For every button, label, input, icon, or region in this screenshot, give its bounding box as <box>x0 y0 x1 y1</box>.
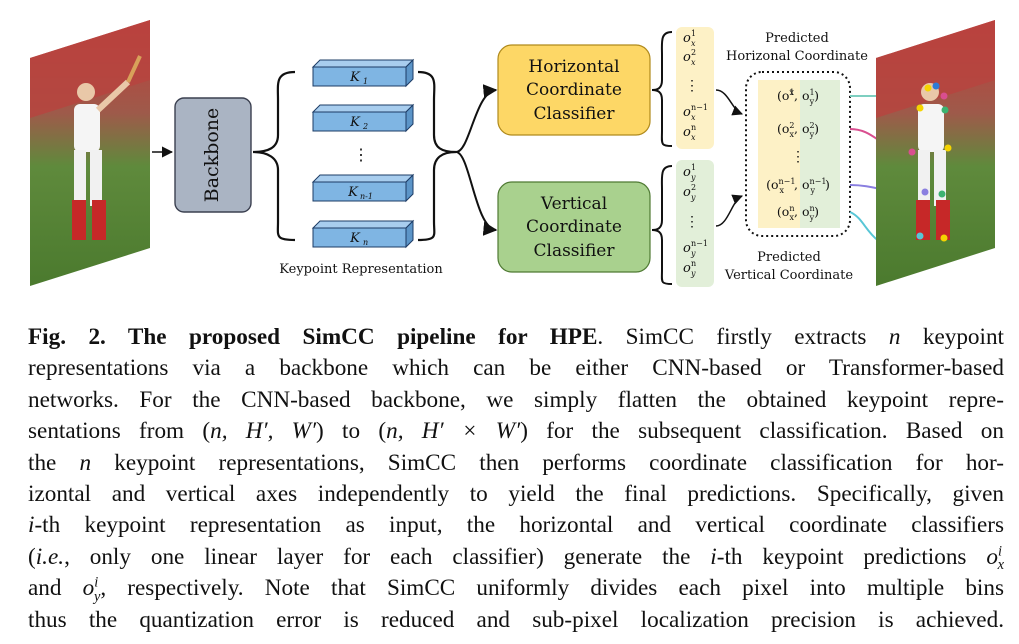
caption-fig-label: Fig. 2. The proposed SimCC pipeline for … <box>28 324 598 350</box>
keypoint-representation-label: Keypoint Representation <box>279 262 443 277</box>
caption-line-6: izontal and vertical axes independently … <box>28 481 1004 508</box>
svg-text:⋮: ⋮ <box>685 214 699 230</box>
token-kn-1: K n-1 <box>311 173 415 203</box>
arrow-ox-to-pairs <box>715 89 743 116</box>
svg-text:1: 1 <box>691 163 696 172</box>
svg-text:y: y <box>690 269 696 278</box>
right-brace <box>417 70 457 242</box>
split-arrow-lower <box>455 151 498 236</box>
svg-text:n−1: n−1 <box>691 103 708 112</box>
figure-caption: Fig. 2. The proposed SimCC pipeline for … <box>28 322 1004 636</box>
svg-text:⋮: ⋮ <box>685 78 699 94</box>
predicted-horizontal-subtitle: Horizonal Coordinate <box>726 49 868 64</box>
svg-text:Coordinate: Coordinate <box>526 80 622 100</box>
svg-text:y: y <box>690 173 696 182</box>
svg-text:o: o <box>683 165 691 180</box>
svg-text:K: K <box>349 70 361 85</box>
simcc-pipeline-diagram: Backbone K 1 K 2 ⋮ K n-1 <box>30 20 995 287</box>
svg-text:⋮: ⋮ <box>791 149 805 165</box>
token-kn: K n <box>311 219 415 249</box>
caption-line-3: networks. For the CNN-based backbone, we… <box>28 386 1004 413</box>
svg-text:x: x <box>691 58 696 67</box>
token-k2: K 2 <box>311 103 415 133</box>
svg-text:x: x <box>691 113 696 122</box>
output-photo-with-keypoints <box>876 20 995 286</box>
svg-text:K: K <box>349 231 361 246</box>
caption-line-4: sentations from (n, H′, W′) to (n, H′ × … <box>28 418 1004 445</box>
predicted-vertical-title: Predicted <box>757 250 821 265</box>
input-photo-baseball-player <box>30 20 150 286</box>
split-arrows <box>455 84 498 153</box>
backbone-block: Backbone <box>174 97 252 213</box>
caption-line-2: representations via a backbone which can… <box>28 355 1004 382</box>
keypoint-tokens: K 1 K 2 ⋮ K n-1 K n <box>311 58 415 249</box>
svg-text:n−1: n−1 <box>691 239 708 248</box>
svg-text:o: o <box>683 261 691 276</box>
predicted-vertical-subtitle: Vertical Coordinate <box>724 268 853 283</box>
vertical-output-brace <box>651 165 673 285</box>
svg-text:Classifier: Classifier <box>534 241 616 261</box>
arrow-oy-to-pairs <box>715 194 743 227</box>
predicted-horizontal-title: Predicted <box>765 31 829 46</box>
svg-text:o: o <box>683 31 691 46</box>
svg-text:2: 2 <box>691 48 696 57</box>
caption-line-1: Fig. 2. The proposed SimCC pipeline for … <box>28 324 1004 350</box>
svg-text:x: x <box>691 39 696 48</box>
token-k1: K 1 <box>311 58 415 88</box>
svg-text:1: 1 <box>363 77 368 86</box>
svg-text:n-1: n-1 <box>360 192 373 201</box>
svg-text:Horizontal: Horizontal <box>528 57 619 77</box>
caption-line-10: thus the quantization error is reduced a… <box>28 606 1004 633</box>
svg-text:Vertical: Vertical <box>540 194 607 214</box>
caption-line-5: the n keypoint representations, SimCC th… <box>28 449 1004 476</box>
svg-text:n: n <box>363 238 368 247</box>
left-brace <box>252 70 296 242</box>
keypoint-ellipsis: ⋮ <box>353 145 369 164</box>
player-figure <box>72 55 142 240</box>
vertical-classifier-block: Vertical Coordinate Classifier <box>497 181 651 273</box>
svg-text:o: o <box>683 125 691 140</box>
caption-line-7: i-th keypoint representation as input, t… <box>28 512 1004 539</box>
svg-text:Coordinate: Coordinate <box>526 217 622 237</box>
svg-text:K: K <box>347 185 359 200</box>
svg-text:o: o <box>683 105 691 120</box>
horizontal-output-brace <box>651 31 673 147</box>
caption-line-9: and oiy, respectively. Note that SimCC u… <box>28 574 1004 605</box>
backbone-label: Backbone <box>201 108 223 203</box>
svg-text:2: 2 <box>691 183 696 192</box>
svg-text:o: o <box>683 185 691 200</box>
svg-text:K: K <box>349 115 361 130</box>
svg-text:1: 1 <box>691 29 696 38</box>
svg-text:n: n <box>691 259 696 268</box>
caption-line-8: (i.e., only one linear layer for each cl… <box>28 543 1005 574</box>
svg-text:y: y <box>690 193 696 202</box>
svg-text:o: o <box>683 50 691 65</box>
svg-text:2: 2 <box>362 122 368 131</box>
svg-text:n: n <box>691 123 696 132</box>
svg-text:Classifier: Classifier <box>534 104 616 124</box>
svg-text:y: y <box>690 249 696 258</box>
svg-text:x: x <box>691 133 696 142</box>
horizontal-classifier-block: Horizontal Coordinate Classifier <box>497 44 651 136</box>
svg-text:o: o <box>683 241 691 256</box>
